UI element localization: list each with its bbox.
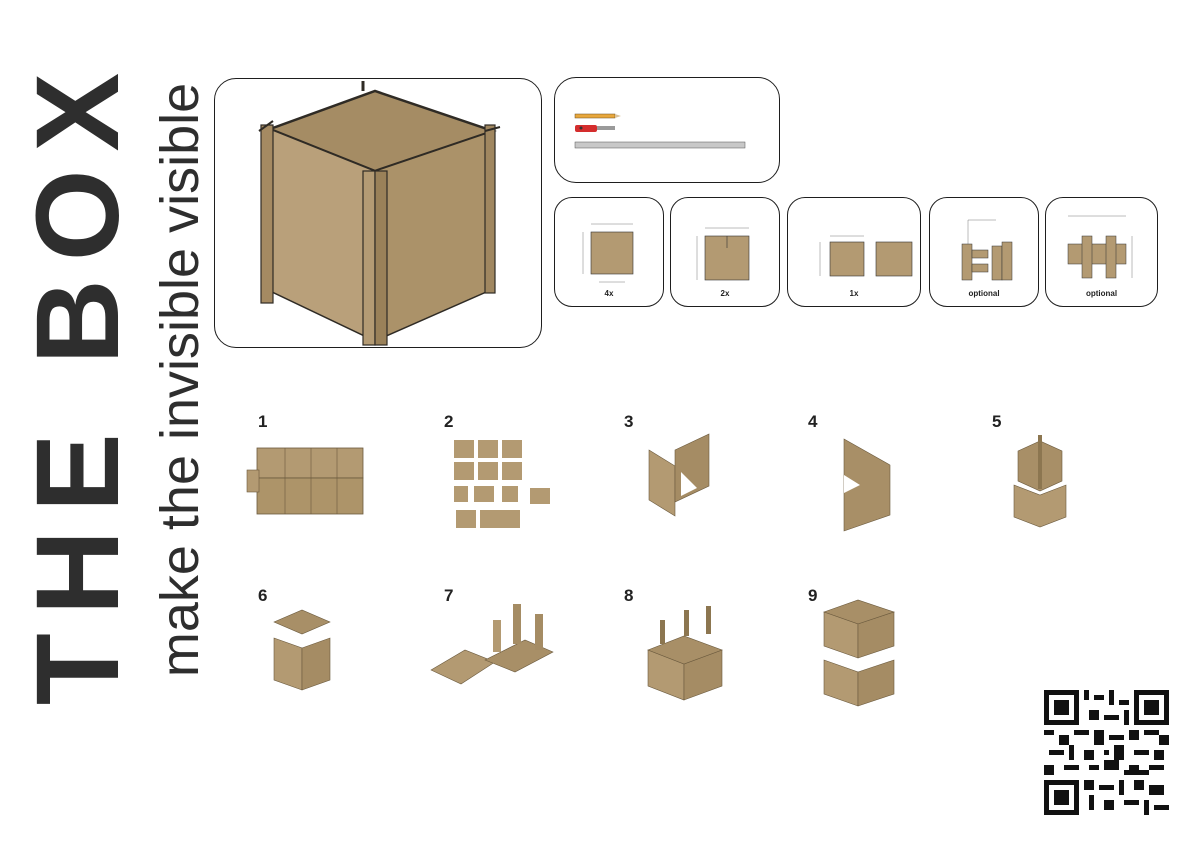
- title-container: THE BOX: [12, 30, 144, 730]
- step-3-illustration: [648, 433, 710, 517]
- step-number-8: 8: [624, 586, 634, 605]
- step-number-5: 5: [992, 412, 1002, 431]
- qr-code-icon: [1044, 690, 1169, 815]
- side-panel-drawing: [582, 223, 634, 283]
- cutter-knife-icon: [575, 125, 615, 132]
- step-4-illustration: [843, 438, 891, 532]
- slotted-panel-drawing: [696, 227, 750, 281]
- part-panel-top-bottom: 1x: [787, 197, 921, 307]
- part-panel-slotted: 2x: [670, 197, 780, 307]
- step-7-illustration: [430, 604, 554, 685]
- tools-illustration: [574, 113, 746, 149]
- pencil-icon: [574, 113, 621, 119]
- step-2-illustration: [454, 440, 550, 528]
- step-5-illustration: [1013, 435, 1067, 528]
- step-number-6: 6: [258, 586, 268, 605]
- step-number-3: 3: [624, 412, 634, 431]
- step-number-9: 9: [808, 586, 818, 605]
- part-panel-optional-2: optional: [1045, 197, 1158, 307]
- optional-connector-drawing: [961, 219, 1013, 281]
- step-9-illustration: [823, 599, 895, 707]
- part-panel-optional-1: optional: [929, 197, 1039, 307]
- step-1-illustration: [246, 447, 364, 515]
- step-number-4: 4: [808, 412, 818, 431]
- top-bottom-panel-drawing: [819, 235, 913, 277]
- box-render-panel: [214, 78, 542, 348]
- part-quantity-label: 2x: [720, 289, 730, 298]
- step-number-2: 2: [444, 412, 454, 431]
- part-quantity-label: optional: [968, 289, 1000, 298]
- step-6-illustration: [273, 609, 331, 691]
- page-title: THE BOX: [12, 54, 144, 706]
- step-number-1: 1: [258, 412, 268, 431]
- part-quantity-label: optional: [1085, 289, 1118, 298]
- page-subtitle: make the invisible visible: [150, 82, 210, 678]
- part-quantity-label: 1x: [849, 289, 859, 298]
- tools-panel: [554, 77, 780, 183]
- part-panel-side: 4x: [554, 197, 664, 307]
- step-8-illustration: [647, 606, 723, 701]
- optional-cross-drawing: [1067, 215, 1133, 279]
- assembled-box-illustration: [258, 81, 501, 346]
- ruler-icon: [574, 141, 746, 149]
- part-quantity-label: 4x: [604, 289, 614, 298]
- subtitle-container: make the invisible visible: [150, 30, 210, 730]
- step-number-7: 7: [444, 586, 454, 605]
